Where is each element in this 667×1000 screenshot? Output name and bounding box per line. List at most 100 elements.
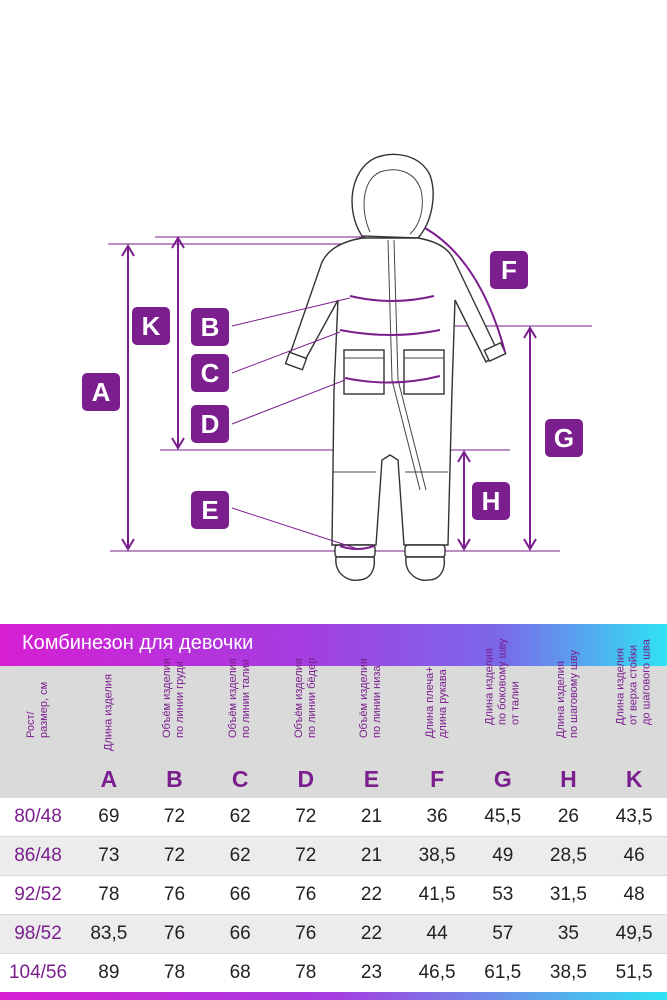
value-cell: 76 xyxy=(295,923,317,944)
value-cell: 66 xyxy=(229,923,251,944)
label-b: B xyxy=(191,308,229,346)
svg-text:B: B xyxy=(201,312,220,342)
label-d: D xyxy=(191,405,229,443)
value-cell: 51,5 xyxy=(615,962,653,983)
value-cell: 62 xyxy=(229,806,251,827)
measurement-diagram: A K B C D E F G H xyxy=(82,153,592,582)
value-cell: 22 xyxy=(360,884,383,905)
value-cell: 41,5 xyxy=(418,884,456,905)
value-cell: 28,5 xyxy=(549,845,587,866)
dim-c-curve xyxy=(339,329,441,336)
column-description: Длина изделия по боковому шву от талии xyxy=(483,638,522,725)
column-description: Объём изделия по линии груди xyxy=(161,658,187,738)
value-cell: 78 xyxy=(163,962,186,983)
page-title: Комбинезон для девочки xyxy=(22,632,254,654)
table-row: 86/48 73 72 62 72 21 38,5 49 28,5 46 xyxy=(0,836,667,876)
size-cell: 86/48 xyxy=(14,845,62,866)
value-cell: 57 xyxy=(492,923,514,944)
svg-text:H: H xyxy=(482,486,501,516)
value-cell: 43,5 xyxy=(615,806,653,827)
value-cell: 72 xyxy=(295,845,317,866)
column-letter: B xyxy=(166,766,183,792)
value-cell: 35 xyxy=(557,923,579,944)
dim-k-line xyxy=(171,236,185,450)
dim-g-line xyxy=(523,326,537,551)
dim-a-line xyxy=(121,244,135,551)
value-cell: 49,5 xyxy=(615,923,653,944)
dim-h-line xyxy=(457,450,471,551)
size-cell: 98/52 xyxy=(14,923,62,944)
label-g: G xyxy=(545,419,583,457)
dim-f-curve xyxy=(424,227,506,353)
value-cell: 73 xyxy=(98,845,120,866)
value-cell: 78 xyxy=(295,962,317,983)
column-description: Длина изделия по шаговому шву xyxy=(555,650,581,738)
value-cell: 38,5 xyxy=(549,962,587,983)
table-body: 80/48 69 72 62 72 21 36 45,5 26 43,5 86/48 73 72 62 72… xyxy=(0,798,667,993)
column-description: Длина изделия xyxy=(102,674,115,751)
column-letter: H xyxy=(560,766,577,792)
value-cell: 26 xyxy=(557,806,579,827)
column-description: Объём изделия по линии талии xyxy=(227,658,253,738)
value-cell: 21 xyxy=(360,806,383,827)
column-letter: D xyxy=(297,766,315,792)
column-description: Длина плеча+ длина рукава xyxy=(424,666,450,738)
value-cell: 69 xyxy=(98,806,120,827)
value-cell: 76 xyxy=(295,884,317,905)
column-letter: A xyxy=(100,766,118,792)
value-cell: 72 xyxy=(163,845,186,866)
value-cell: 22 xyxy=(360,923,383,944)
value-cell: 44 xyxy=(426,923,448,944)
value-cell: 68 xyxy=(229,962,251,983)
column-description: Длина изделия от верха стойки до шаговог… xyxy=(614,639,653,725)
svg-text:F: F xyxy=(501,255,517,285)
svg-text:K: K xyxy=(142,311,161,341)
size-cell: 80/48 xyxy=(14,806,62,827)
label-e: E xyxy=(191,491,229,529)
value-cell: 89 xyxy=(98,962,120,983)
value-cell: 76 xyxy=(163,884,186,905)
title-bar: Комбинезон для девочки xyxy=(0,624,667,666)
label-a: A xyxy=(82,373,120,411)
value-cell: 46 xyxy=(623,845,645,866)
column-header: Длина изделия от верха стойки до шаговог… xyxy=(601,639,667,798)
value-cell: 53 xyxy=(492,884,514,905)
column-letter xyxy=(0,764,76,798)
column-header: Рост/ размер, см xyxy=(0,666,76,798)
value-cell: 49 xyxy=(492,845,514,866)
column-letter: K xyxy=(625,766,643,792)
dim-d-curve xyxy=(344,375,441,384)
column-description: Объём изделия по линии бёдер xyxy=(292,657,318,738)
column-letter: F xyxy=(430,766,445,792)
value-cell: 23 xyxy=(360,962,383,983)
column-letter: C xyxy=(231,766,249,792)
value-cell: 46,5 xyxy=(418,962,456,983)
svg-text:C: C xyxy=(201,358,220,388)
value-cell: 45,5 xyxy=(484,806,522,827)
value-cell: 62 xyxy=(229,845,251,866)
value-cell: 36 xyxy=(426,806,448,827)
svg-text:G: G xyxy=(554,423,574,453)
label-f: F xyxy=(490,251,528,289)
value-cell: 83,5 xyxy=(90,923,128,944)
value-cell: 38,5 xyxy=(418,845,456,866)
value-cell: 21 xyxy=(360,845,383,866)
value-cell: 61,5 xyxy=(484,962,522,983)
size-cell: 92/52 xyxy=(14,884,62,905)
svg-text:E: E xyxy=(201,495,218,525)
value-cell: 48 xyxy=(623,884,645,905)
column-letter: E xyxy=(363,766,380,792)
